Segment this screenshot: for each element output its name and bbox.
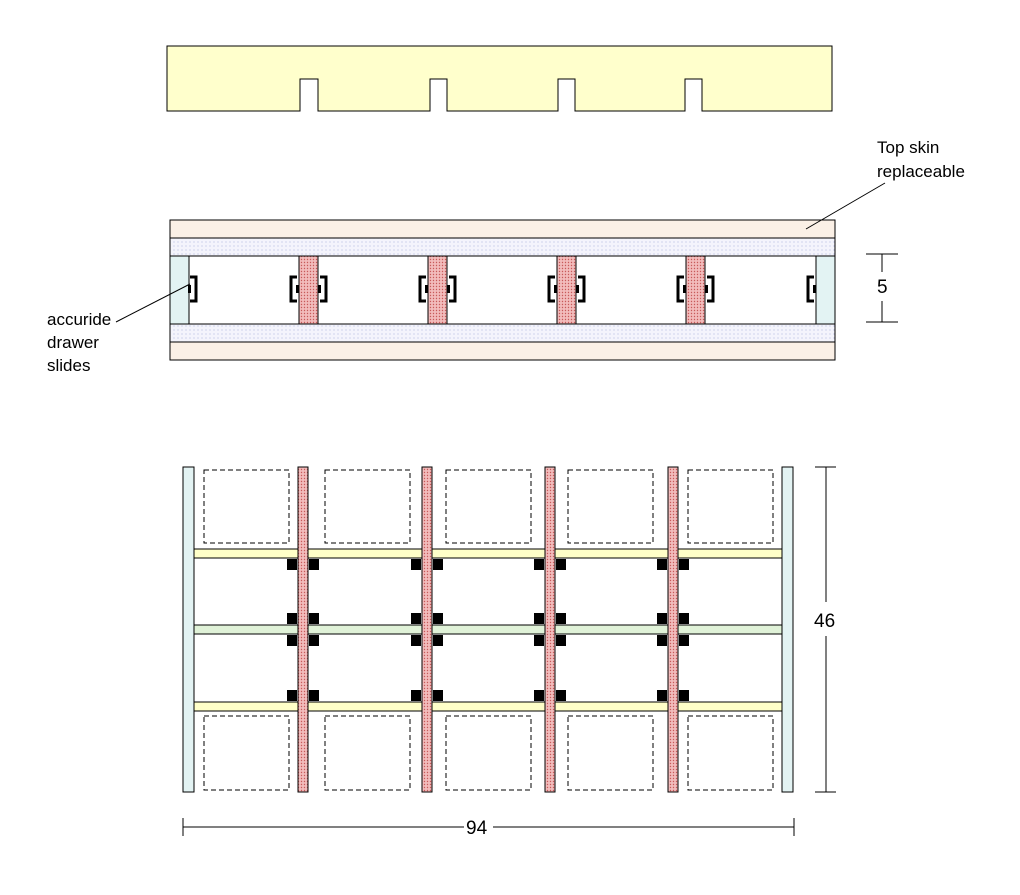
notched-top-panel bbox=[166, 45, 833, 112]
end-post-right bbox=[781, 466, 794, 793]
width-dimension-value: 94 bbox=[466, 818, 488, 839]
slide-bracket bbox=[289, 275, 297, 303]
drawer-outline bbox=[445, 469, 532, 544]
bottom-core-layer bbox=[169, 323, 836, 343]
slide-bracket bbox=[806, 275, 814, 303]
section-post bbox=[298, 255, 319, 325]
top-skin-leader bbox=[805, 182, 886, 230]
drawer-slides bbox=[190, 275, 814, 303]
slides-label-3: slides bbox=[47, 356, 90, 375]
cavity bbox=[169, 255, 836, 325]
top-skin-label: Top skin bbox=[877, 138, 939, 157]
slide-bracket bbox=[707, 275, 715, 303]
slide-bracket bbox=[578, 275, 586, 303]
section-post bbox=[685, 255, 706, 325]
rail-yellow bbox=[193, 548, 783, 559]
section-post bbox=[427, 255, 448, 325]
plan-post bbox=[421, 466, 433, 793]
slides-leader bbox=[115, 283, 191, 323]
end-post-left bbox=[169, 255, 190, 325]
rail-yellow bbox=[193, 701, 783, 712]
bottom-skin-layer bbox=[169, 341, 836, 361]
plan-post bbox=[667, 466, 679, 793]
slide-bracket bbox=[676, 275, 684, 303]
drawer-outlines bbox=[203, 469, 774, 791]
slide-bracket bbox=[449, 275, 457, 303]
top-skin-label-2: replaceable bbox=[877, 162, 965, 181]
drawer-outline bbox=[203, 715, 290, 791]
drawer-outline bbox=[324, 469, 411, 544]
top-core-layer bbox=[169, 237, 836, 257]
height-dimension-value: 5 bbox=[877, 277, 888, 298]
top-skin-layer bbox=[169, 219, 836, 239]
rail-green bbox=[193, 624, 783, 635]
drawer-outline bbox=[567, 715, 654, 791]
depth-dimension bbox=[815, 466, 836, 793]
slide-bracket bbox=[190, 275, 198, 303]
depth-dimension-value: 46 bbox=[814, 611, 835, 632]
section-view bbox=[115, 182, 898, 361]
width-dimension bbox=[182, 818, 795, 836]
height-dimension bbox=[866, 253, 898, 323]
slides-label-2: drawer bbox=[47, 333, 99, 352]
drawer-outline bbox=[203, 469, 290, 544]
drawer-outline bbox=[324, 715, 411, 791]
slide-blocks bbox=[287, 559, 689, 701]
end-post-left bbox=[182, 466, 195, 793]
end-post-right bbox=[815, 255, 836, 325]
drawer-outline bbox=[687, 469, 774, 544]
section-post bbox=[556, 255, 577, 325]
plan-post bbox=[297, 466, 309, 793]
drawer-outline bbox=[567, 469, 654, 544]
slides-label: accuride bbox=[47, 310, 111, 329]
slide-bracket bbox=[320, 275, 328, 303]
plan-view bbox=[182, 466, 836, 836]
plan-post bbox=[544, 466, 556, 793]
drawer-outline bbox=[687, 715, 774, 791]
slide-bracket bbox=[418, 275, 426, 303]
slide-bracket bbox=[547, 275, 555, 303]
drawer-outline bbox=[445, 715, 532, 791]
